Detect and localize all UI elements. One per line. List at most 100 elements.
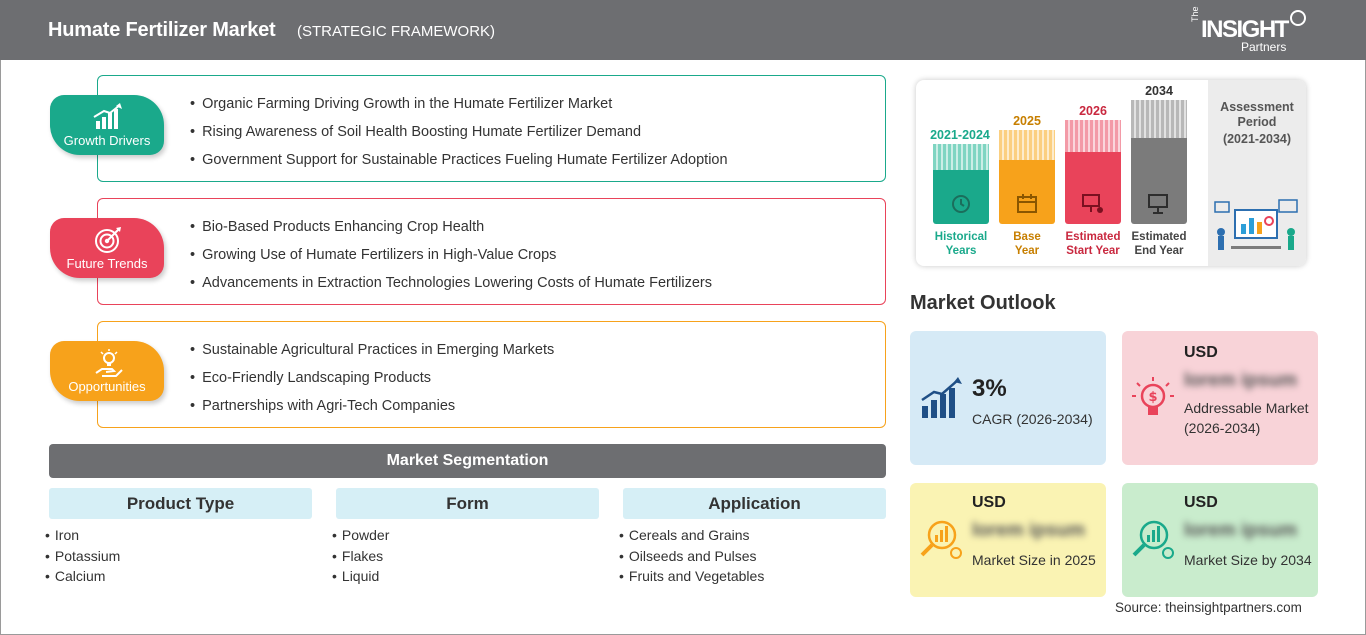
end-presentation-icon <box>1148 194 1168 214</box>
segment-heading: Form <box>336 488 599 519</box>
list-item: Partnerships with Agri-Tech Companies <box>190 396 554 424</box>
list-item: Eco-Friendly Landscaping Products <box>190 368 554 396</box>
caption-line1: Estimated <box>1131 231 1187 243</box>
start-presentation-icon <box>1082 194 1103 213</box>
market-size-2034-description: Market Size by 2034 <box>1184 552 1312 568</box>
list-item: Growing Use of Humate Fertilizers in Hig… <box>190 245 712 273</box>
segment-heading: Product Type <box>49 488 312 519</box>
caption-line1: Base <box>1013 231 1041 243</box>
list-item: Cereals and Grains <box>619 525 886 546</box>
cagr-value: 3% <box>972 375 1007 402</box>
magnifier-chart-icon <box>920 520 962 559</box>
base-year-bar <box>999 130 1055 224</box>
list-item: Fruits and Vegetables <box>619 566 886 587</box>
year-label: 2034 <box>1145 84 1173 98</box>
calendar-icon <box>1017 194 1037 213</box>
estimated-end-year-bar <box>1131 100 1187 224</box>
stripe-pattern <box>1131 100 1187 138</box>
segmentation-title: Market Segmentation <box>49 444 886 478</box>
logo-ring-icon <box>1290 10 1306 26</box>
addressable-market-card: USD lorem ipsum $ Addressable Market (20… <box>1122 331 1318 465</box>
year-caption: Estimated End Year <box>1126 230 1192 258</box>
list-item: Calcium <box>45 566 312 587</box>
header-bar: Humate Fertilizer Market (STRATEGIC FRAM… <box>0 0 1366 60</box>
caption-line1: Historical <box>934 231 988 243</box>
history-icon <box>952 195 970 213</box>
segment-product-type: Product Type Iron Potassium Calcium <box>49 488 312 587</box>
list-item: Organic Farming Driving Growth in the Hu… <box>190 94 728 122</box>
currency-label: USD <box>972 494 1006 511</box>
stripe-pattern <box>999 130 1055 160</box>
historical-years-bar <box>933 144 989 224</box>
market-outlook-title: Market Outlook <box>910 292 1056 314</box>
source-note[interactable]: Source: theinsightpartners.com <box>1115 600 1302 615</box>
opportunities-label: Opportunities <box>68 379 146 394</box>
blurred-value: lorem ipsum <box>972 520 1085 541</box>
analytics-people-icon <box>1214 199 1298 250</box>
company-logo[interactable]: The INSIGHT Partners <box>1190 6 1320 54</box>
list-item: Advancements in Extraction Technologies … <box>190 273 712 301</box>
list-item: Iron <box>45 525 312 546</box>
assessment-period-card: 2021-2024 Historical Years 2025 <box>916 80 1306 266</box>
logo-partners-text: Partners <box>1241 40 1287 54</box>
year-label: 2025 <box>1013 114 1041 128</box>
cagr-card: 3% CAGR (2026-2034) <box>910 331 1106 465</box>
list-item: Liquid <box>332 566 599 587</box>
list-item: Bio-Based Products Enhancing Crop Health <box>190 217 712 245</box>
list-item: Government Support for Sustainable Pract… <box>190 150 727 178</box>
cagr-description: CAGR (2026-2034) <box>972 411 1093 427</box>
future-trends-badge: Future Trends <box>50 218 164 278</box>
caption-line1: Estimated <box>1065 231 1121 243</box>
segment-list: Iron Potassium Calcium <box>49 525 312 587</box>
market-size-2034-card: USD lorem ipsum Market Size by 2034 <box>1122 483 1318 597</box>
opportunities-list: Sustainable Agricultural Practices in Em… <box>190 340 554 424</box>
caption-line2: Years <box>945 245 977 257</box>
caption-line2: Year <box>1014 245 1040 257</box>
segment-heading: Application <box>623 488 886 519</box>
stripe-pattern <box>933 144 989 170</box>
addressable-market-description: Addressable Market (2026-2034) <box>1184 400 1309 436</box>
lightbulb-hand-icon <box>95 349 123 377</box>
list-item: Sustainable Agricultural Practices in Em… <box>190 340 554 368</box>
estimated-start-year-bar <box>1065 120 1121 224</box>
stripe-pattern <box>1065 120 1121 152</box>
blurred-value: lorem ipsum <box>1184 520 1297 541</box>
segment-list: Cereals and Grains Oilseeds and Pulses F… <box>623 525 886 587</box>
year-caption: Historical Years <box>924 230 998 258</box>
assessment-period-title: Assessment Period <box>1220 100 1294 129</box>
list-item: Powder <box>332 525 599 546</box>
svg-text:$: $ <box>1148 390 1157 405</box>
segment-form: Form Powder Flakes Liquid <box>336 488 599 587</box>
opportunities-badge: Opportunities <box>50 341 164 401</box>
magnifier-chart-icon <box>1132 520 1174 559</box>
logo-the-text: The <box>1190 6 1200 22</box>
growth-chart-icon <box>93 103 122 129</box>
opportunities-box: Sustainable Agricultural Practices in Em… <box>97 321 886 428</box>
year-label: 2026 <box>1079 104 1107 118</box>
growth-drivers-list: Organic Farming Driving Growth in the Hu… <box>190 94 728 178</box>
caption-line2: Start Year <box>1066 245 1120 257</box>
future-trends-label: Future Trends <box>66 256 148 271</box>
list-item: Rising Awareness of Soil Health Boosting… <box>190 122 728 150</box>
caption-line2: End Year <box>1134 245 1184 257</box>
list-item: Flakes <box>332 546 599 567</box>
list-item: Potassium <box>45 546 312 567</box>
growth-drivers-box: Organic Farming Driving Growth in the Hu… <box>97 75 886 182</box>
page-title: Humate Fertilizer Market <box>48 19 276 41</box>
currency-label: USD <box>1184 494 1218 511</box>
future-trends-list: Bio-Based Products Enhancing Crop Health… <box>190 217 712 301</box>
future-trends-box: Bio-Based Products Enhancing Crop Health… <box>97 198 886 305</box>
lightbulb-dollar-icon: $ <box>1132 377 1174 415</box>
logo-insight-text: INSIGHT <box>1201 16 1289 43</box>
assessment-period-range: (2021-2034) <box>1222 132 1292 146</box>
growth-drivers-badge: Growth Drivers <box>50 95 164 155</box>
page-subtitle: (STRATEGIC FRAMEWORK) <box>297 23 496 40</box>
year-caption: Base Year <box>999 230 1055 258</box>
growth-drivers-label: Growth Drivers <box>63 133 151 148</box>
currency-label: USD <box>1184 344 1218 361</box>
segment-application: Application Cereals and Grains Oilseeds … <box>623 488 886 587</box>
blurred-value: lorem ipsum <box>1184 370 1297 391</box>
market-size-2025-card: USD lorem ipsum Market Size in 2025 <box>910 483 1106 597</box>
growth-chart-icon <box>921 377 962 418</box>
target-icon <box>95 227 121 253</box>
